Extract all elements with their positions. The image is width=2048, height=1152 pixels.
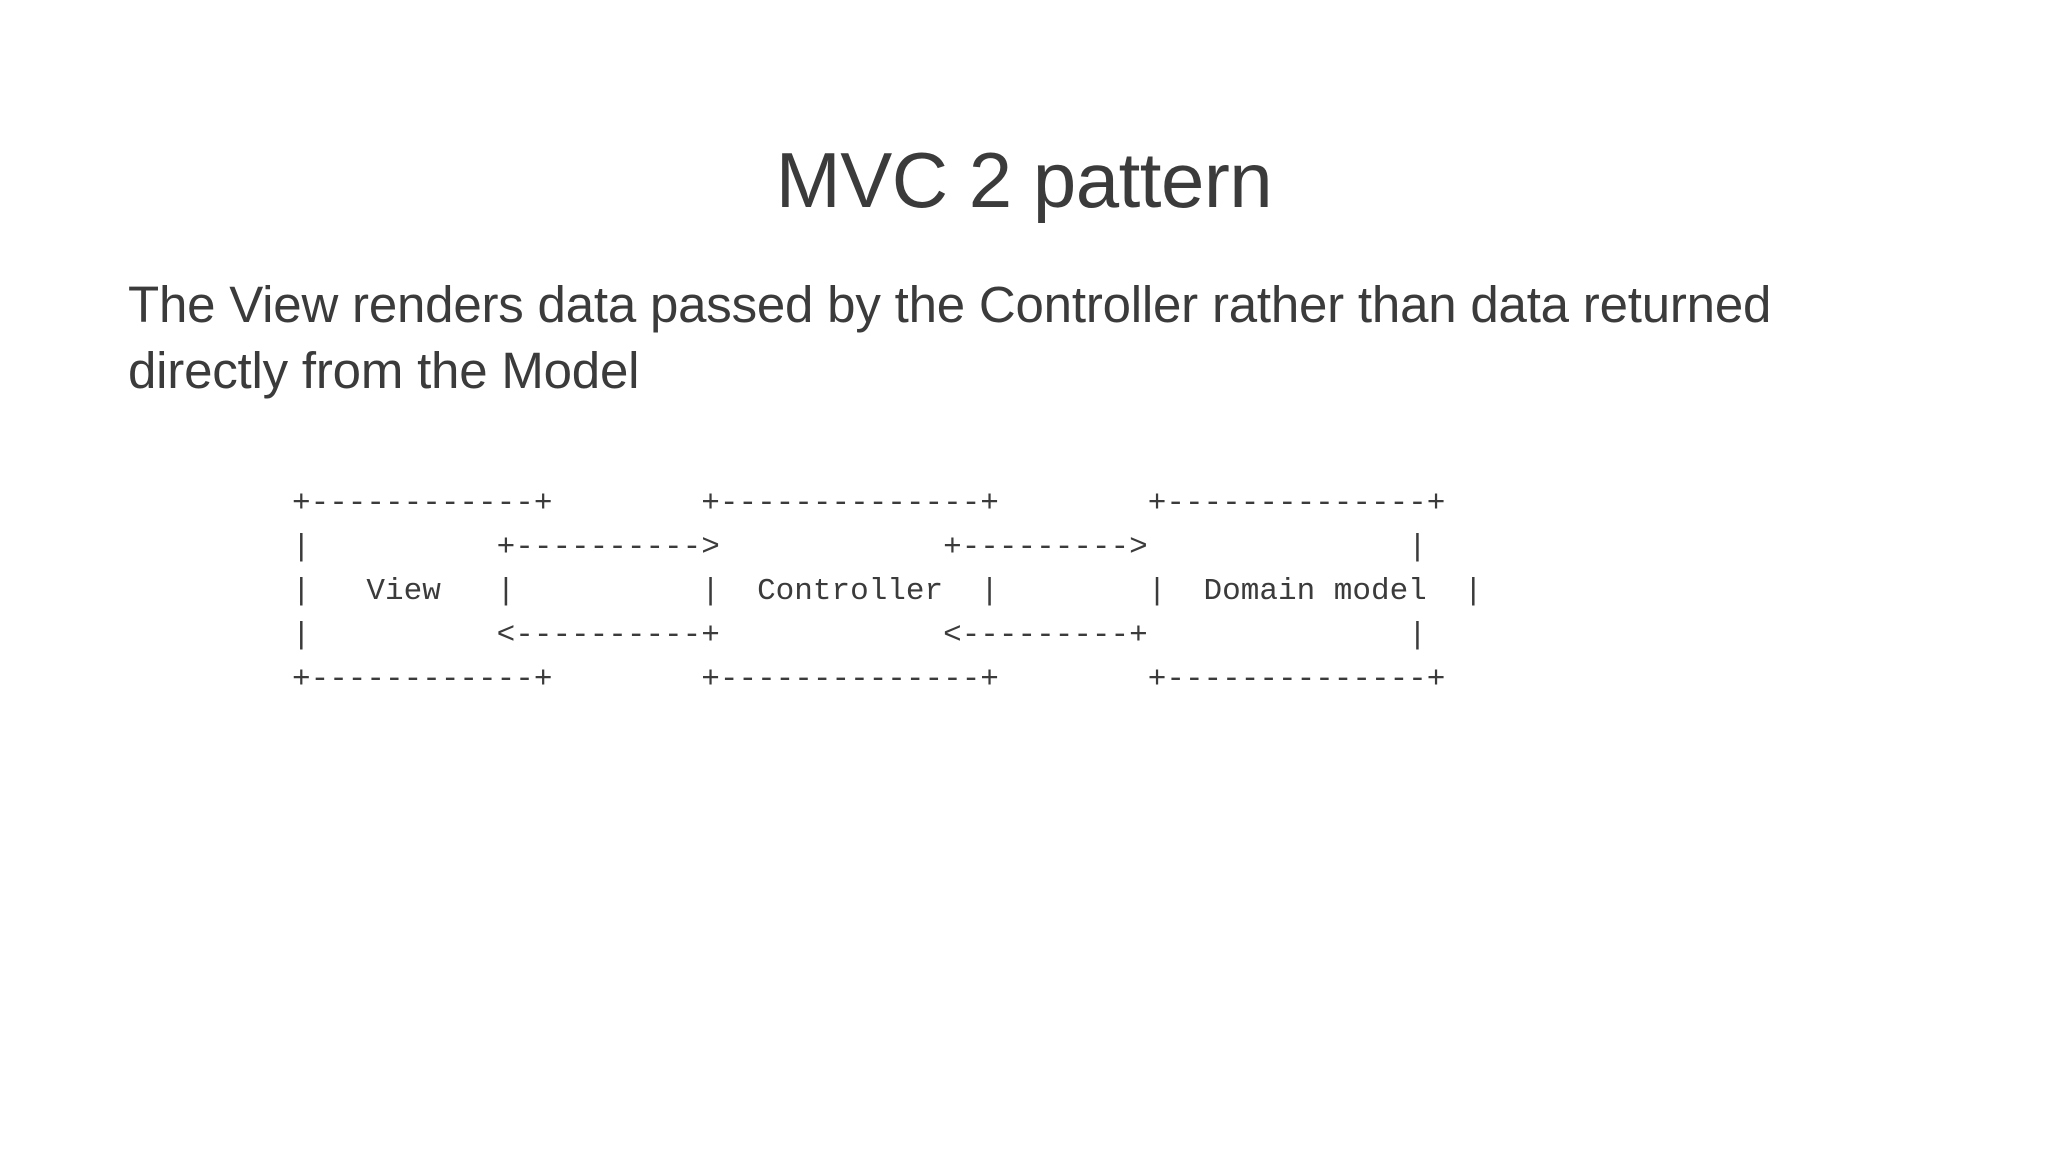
page-title: MVC 2 pattern [775,136,1273,225]
slide-body-text: The View renders data passed by the Cont… [128,276,1772,400]
mvc-ascii-diagram: +------------+ +--------------+ +-------… [292,486,1483,697]
